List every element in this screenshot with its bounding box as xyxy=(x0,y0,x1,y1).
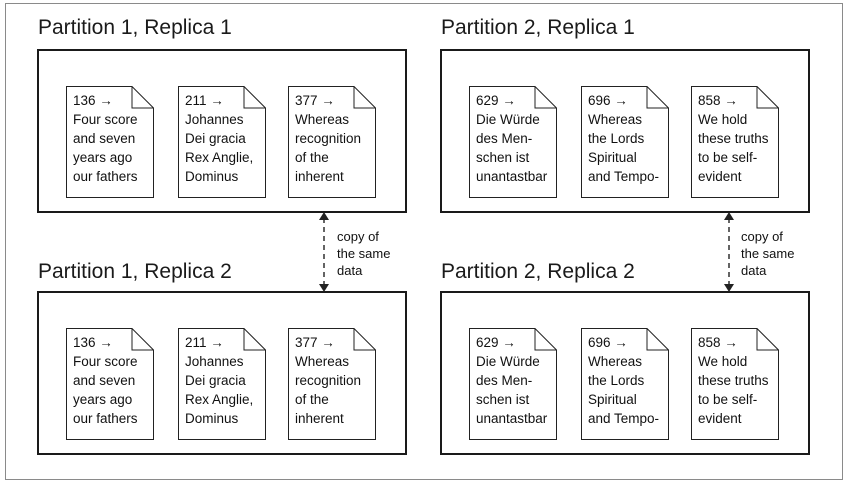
document-text: 211 → Johannes Dei gracia Rex Anglie, Do… xyxy=(185,335,254,426)
document-text: 858 → We hold these truths to be self- e… xyxy=(698,335,769,426)
document-icon: 696 → Whereas the Lords Spiritual and Te… xyxy=(581,86,669,198)
diagram-frame xyxy=(5,3,843,480)
document-icon: 696 → Whereas the Lords Spiritual and Te… xyxy=(581,328,669,440)
replication-arrow-right xyxy=(724,212,734,292)
document-text: 136 → Four score and seven years ago our… xyxy=(73,335,138,426)
document-icon: 377 → Whereas recognition of the inheren… xyxy=(288,328,376,440)
document-icon: 377 → Whereas recognition of the inheren… xyxy=(288,86,376,198)
document-icon: 211 → Johannes Dei gracia Rex Anglie, Do… xyxy=(178,328,266,440)
partition-title-p2-r1: Partition 2, Replica 1 xyxy=(441,16,635,39)
document-icon: 136 → Four score and seven years ago our… xyxy=(66,86,154,198)
document-text: 629 → Die Würde des Men- schen ist unant… xyxy=(476,93,548,184)
document-text: 858 → We hold these truths to be self- e… xyxy=(698,93,769,184)
replication-arrow-left xyxy=(319,212,329,292)
document-text: 696 → Whereas the Lords Spiritual and Te… xyxy=(588,93,660,184)
document-icon: 629 → Die Würde des Men- schen ist unant… xyxy=(469,328,557,440)
document-icon: 858 → We hold these truths to be self- e… xyxy=(691,86,779,198)
document-text: 136 → Four score and seven years ago our… xyxy=(73,93,138,184)
replica-box-p2-r1: 629 → Die Würde des Men- schen ist unant… xyxy=(440,49,810,213)
document-icon: 136 → Four score and seven years ago our… xyxy=(66,328,154,440)
partition-title-p1-r2: Partition 1, Replica 2 xyxy=(38,260,232,283)
partition-title-p2-r2: Partition 2, Replica 2 xyxy=(441,260,635,283)
replica-box-p1-r1: 136 → Four score and seven years ago our… xyxy=(37,49,407,213)
document-text: 211 → Johannes Dei gracia Rex Anglie, Do… xyxy=(185,93,254,184)
document-text: 629 → Die Würde des Men- schen ist unant… xyxy=(476,335,548,426)
partition-title-p1-r1: Partition 1, Replica 1 xyxy=(38,16,232,39)
document-text: 377 → Whereas recognition of the inheren… xyxy=(295,93,362,184)
document-icon: 858 → We hold these truths to be self- e… xyxy=(691,328,779,440)
replica-box-p1-r2: 136 → Four score and seven years ago our… xyxy=(37,291,407,455)
document-icon: 629 → Die Würde des Men- schen ist unant… xyxy=(469,86,557,198)
document-icon: 211 → Johannes Dei gracia Rex Anglie, Do… xyxy=(178,86,266,198)
document-text: 696 → Whereas the Lords Spiritual and Te… xyxy=(588,335,660,426)
copy-label-left: copy of the same data xyxy=(337,229,391,278)
copy-label-right: copy of the same data xyxy=(741,229,795,278)
document-text: 377 → Whereas recognition of the inheren… xyxy=(295,335,362,426)
replica-box-p2-r2: 629 → Die Würde des Men- schen ist unant… xyxy=(440,291,810,455)
